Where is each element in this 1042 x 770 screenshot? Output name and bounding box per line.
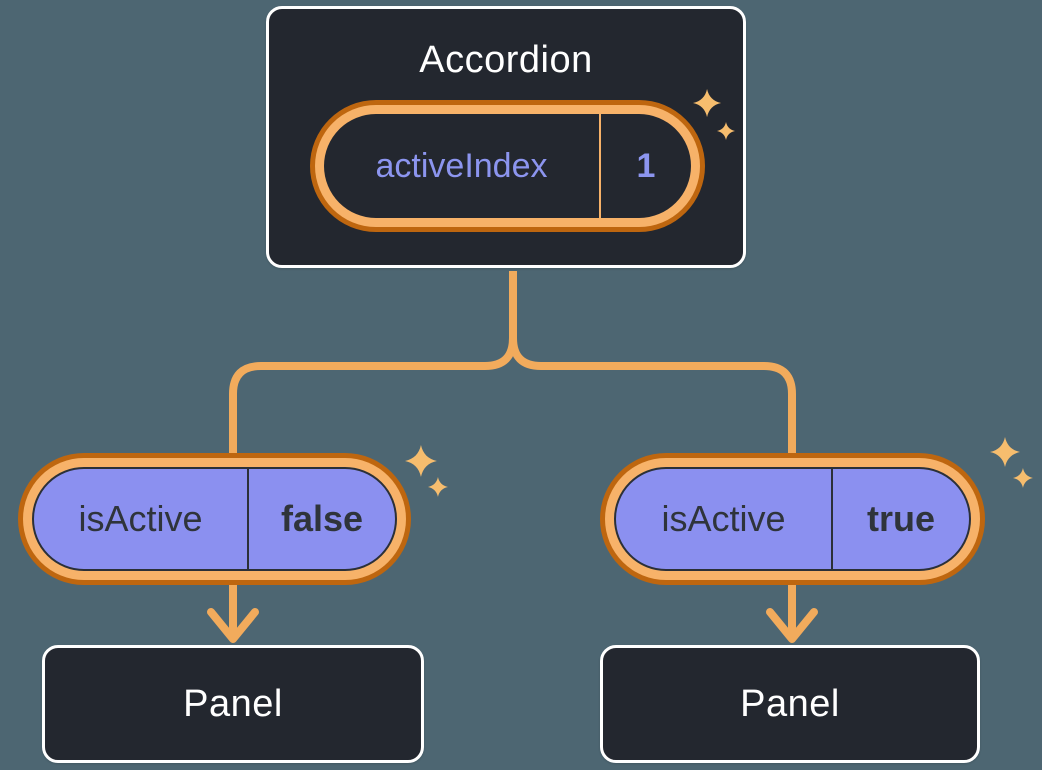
prop-pill-divider [247,469,249,569]
prop-pill-ring: isActive true [605,458,980,580]
prop-pill-ring: isActive false [23,458,406,580]
connector-right-branch [509,337,796,636]
state-value: 1 [636,146,656,185]
arrow-down-icon [207,608,259,643]
panel-box-right: Panel [600,645,980,763]
prop-value: true [866,498,935,539]
state-pill-core: activeIndex 1 [324,114,691,218]
prop-pill-divider [831,469,833,569]
panel-title: Panel [740,682,840,725]
arrow-down-icon [766,608,818,643]
state-pill-divider [599,114,601,218]
state-pill-ring: activeIndex 1 [315,105,700,227]
accordion-title: Accordion [419,39,593,81]
panel-box-left: Panel [42,645,424,763]
prop-label: isActive [78,498,203,539]
prop-pill-core: isActive false [32,467,397,571]
prop-pill-isactive-false: isActive false [18,453,411,585]
prop-value: false [280,498,364,539]
state-label: activeIndex [375,146,548,185]
prop-pill-core: isActive true [614,467,971,571]
prop-pill-isactive-true: isActive true [600,453,985,585]
panel-title: Panel [183,682,283,725]
state-pill: activeIndex 1 [310,100,705,232]
prop-label: isActive [661,498,786,539]
